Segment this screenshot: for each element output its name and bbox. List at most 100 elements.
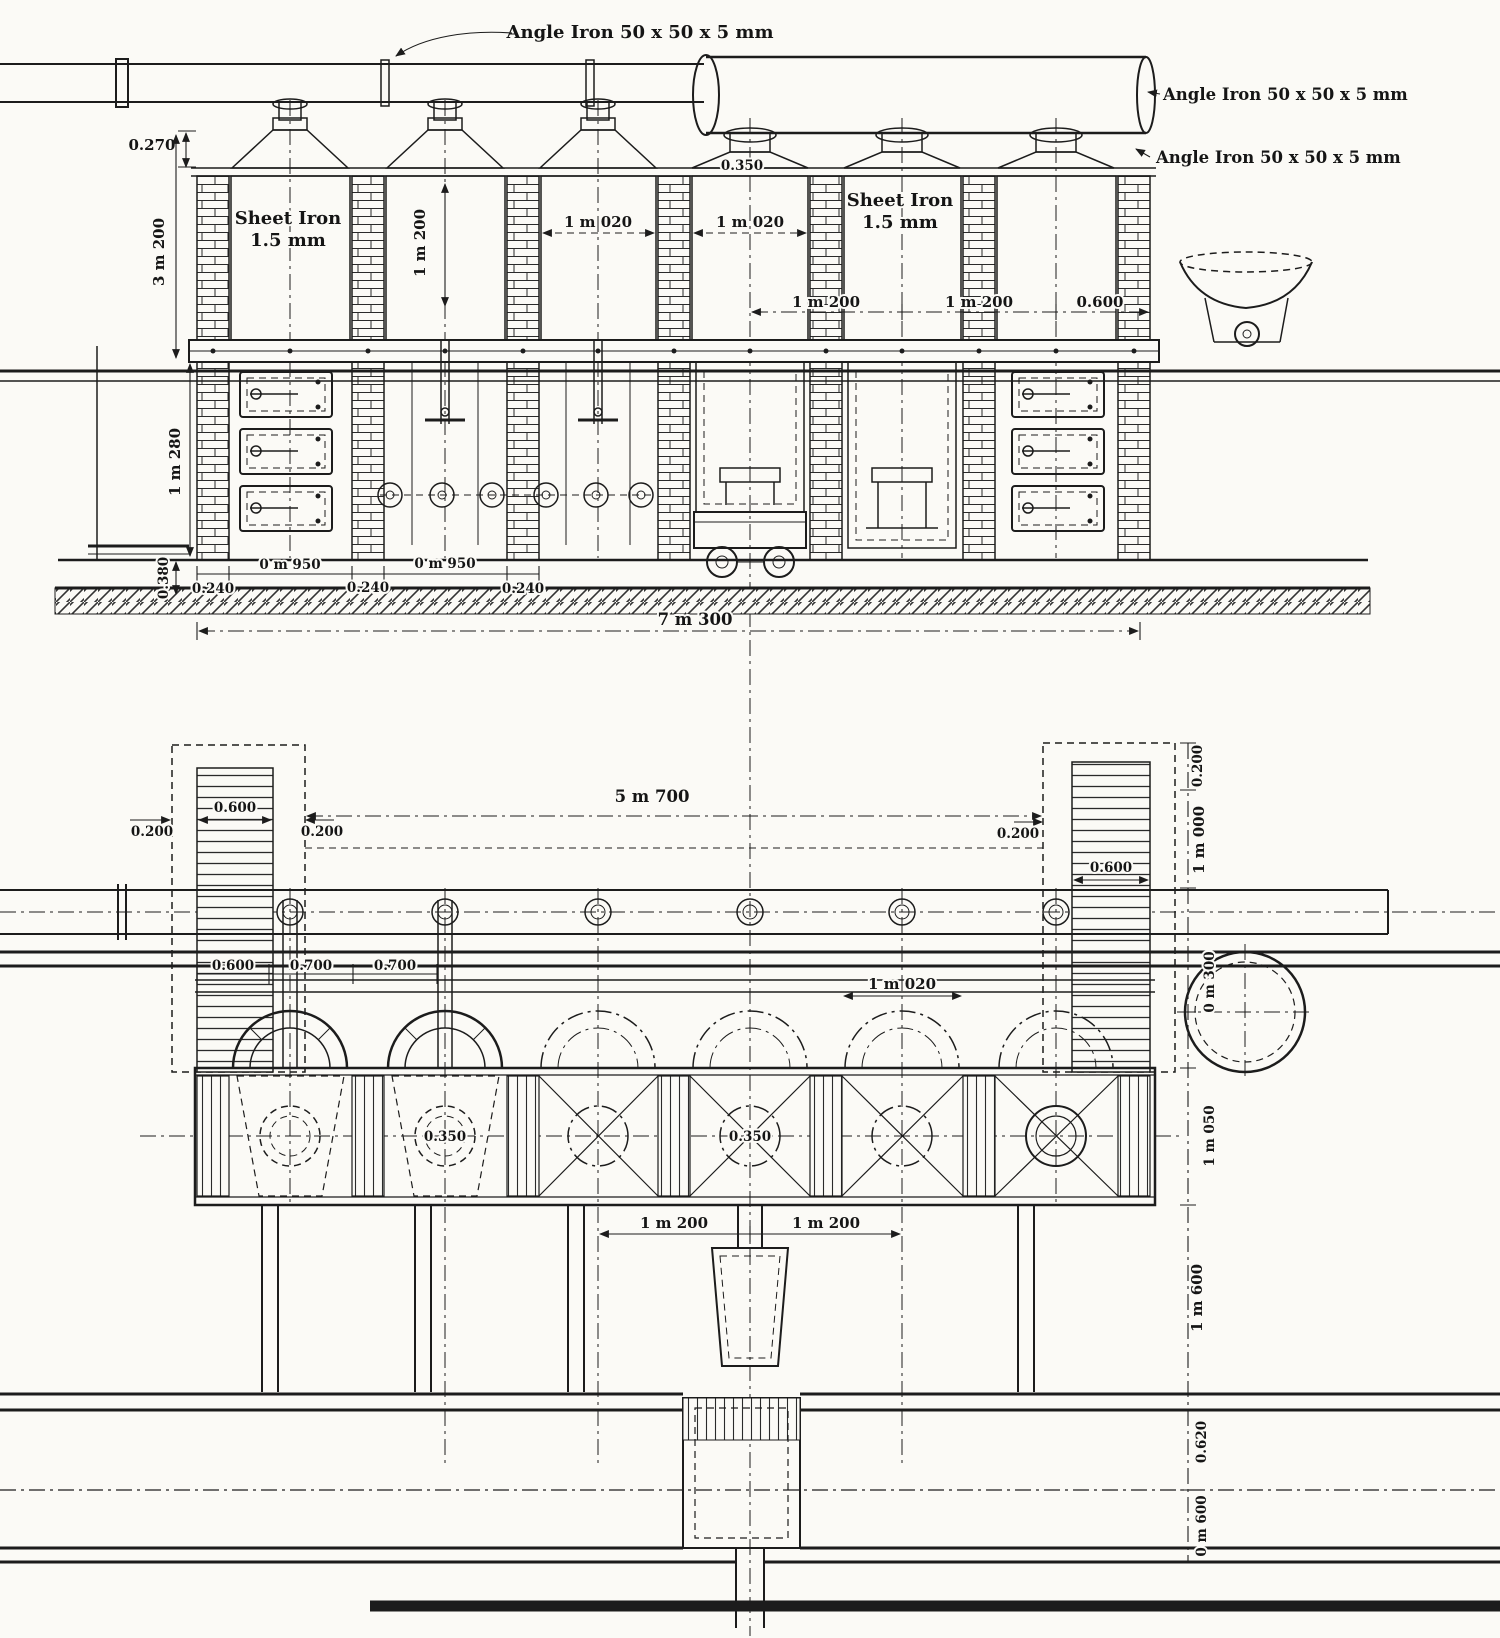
- hopper-rim: [191, 167, 1156, 177]
- arch-3: [540, 1010, 656, 1069]
- stool-cart: [719, 467, 781, 505]
- damper-rod: [425, 340, 465, 424]
- left-chimney-column: [171, 744, 306, 1073]
- flue-pipe-large: [692, 54, 1156, 136]
- support-columns: [261, 1205, 1035, 1392]
- angle-iron-top-label: Angle Iron 50 x 50 x 5 mm: [506, 22, 774, 43]
- furnace-door: [1011, 428, 1105, 475]
- arch-2: [386, 900, 504, 1069]
- dim-0600-elev: 0.600: [1077, 293, 1124, 311]
- dim-0600-right: 0.600: [1090, 860, 1132, 876]
- dim-1m200-h2: 1 m 200: [945, 293, 1013, 311]
- ash-pit: [682, 1397, 801, 1628]
- dim-0950-a: 0 m 950: [259, 557, 320, 573]
- stool-cart: [866, 467, 938, 529]
- dim-0240-a: 0.240: [192, 581, 234, 597]
- plan-view: 0.350 0.350 5 m 700 0.200 0.600 0.20: [0, 742, 1500, 1628]
- chamber-opening-5: [847, 361, 957, 549]
- angle-iron-right-lower-label: Angle Iron 50 x 50 x 5 mm: [1155, 148, 1401, 167]
- foundation-band: 0.350 0.350: [193, 1066, 1157, 1207]
- brick-piers: [196, 175, 1151, 561]
- plan-centerlines: [0, 888, 1500, 1468]
- dim-1m200-vert: 1 m 200: [411, 209, 429, 277]
- dim-0620: 0.620: [1194, 1421, 1210, 1463]
- dim-1m200-b: 1 m 200: [792, 1214, 860, 1232]
- dim-3m200: 3 m 200: [150, 218, 168, 286]
- dim-0700-b: 0.700: [374, 958, 416, 974]
- dim-0600-left: 0.600: [214, 800, 256, 816]
- furnace-door: [239, 485, 333, 532]
- arch-4: [692, 1010, 808, 1069]
- dim-1m020-b: 1 m 020: [716, 213, 784, 231]
- furnace-door: [239, 428, 333, 475]
- dim-5m700: 5 m 700: [615, 787, 690, 806]
- elevation-view: Angle Iron 50 x 50 x 5 mm Angle Iron 50 …: [0, 20, 1500, 1636]
- dim-1m020-a: 1 m 020: [564, 213, 632, 231]
- dim-0600-flue: 0.600: [212, 958, 254, 974]
- furnace-door: [1011, 485, 1105, 532]
- sheet-iron-label-2b: 1.5 mm: [862, 212, 938, 233]
- sheet-iron-label-1a: Sheet Iron: [235, 208, 342, 229]
- hopper-outlets: [276, 898, 1070, 926]
- furnace-door: [239, 371, 333, 418]
- damper-rod: [578, 340, 618, 424]
- band-panel-1: [236, 1075, 345, 1197]
- right-chimney-column: [1042, 742, 1176, 1073]
- dim-0380: 0.380: [156, 557, 172, 599]
- angle-iron-right-upper-label: Angle Iron 50 x 50 x 5 mm: [1162, 85, 1408, 104]
- hopper-3: [538, 98, 658, 169]
- ground: [54, 586, 1371, 615]
- dim-0200-left-outer: 0.200: [131, 824, 173, 840]
- furnace-doors-left: [239, 371, 333, 532]
- dim-1m200-a: 1 m 200: [640, 1214, 708, 1232]
- band-panel-2: [391, 1075, 500, 1197]
- wheeled-cart: [693, 511, 807, 578]
- dim-0350-a: 0.350: [424, 1129, 466, 1145]
- sheet-iron-label-2a: Sheet Iron: [847, 190, 954, 211]
- dim-1m280: 1 m 280: [166, 428, 184, 496]
- band-piers: [196, 1075, 1151, 1197]
- angle-iron-right-upper-leader: [1147, 89, 1161, 98]
- dim-0m300: 0 m 300: [1202, 951, 1218, 1012]
- rails: [0, 369, 1500, 555]
- dim-0200-right-outer: 0.200: [1190, 745, 1206, 787]
- dim-1m600: 1 m 600: [1188, 1264, 1206, 1332]
- bottom-lines: [0, 1392, 1500, 1612]
- band-panel-3: [538, 1075, 659, 1197]
- plan-dimensions: 5 m 700 0.200 0.600 0.200 0.200 0.600 0.…: [129, 742, 1220, 1563]
- dim-0200-left-inner: 0.200: [301, 824, 343, 840]
- dim-0350-neck: 0.350: [721, 158, 763, 174]
- plan-flue-pipe: [0, 884, 1389, 940]
- dim-0700-a: 0.700: [290, 958, 332, 974]
- dim-0270: 0.270: [129, 136, 176, 154]
- flue-walls: [411, 362, 631, 545]
- furnace-doors-right: [1011, 371, 1105, 532]
- dim-0240-b: 0.240: [347, 580, 389, 596]
- band-panel-4: [689, 1075, 811, 1197]
- elevation-dimensions: 0.270 3 m 200 1 m 280 0.380 1 m 200 1 m …: [127, 130, 1149, 640]
- dim-7m300: 7 m 300: [658, 610, 733, 629]
- angle-iron-top-leader: [395, 31, 513, 57]
- arch-1: [231, 900, 349, 1069]
- dim-0950-b: 0 m 950: [414, 556, 475, 572]
- downcomer-pipe-circle: [1177, 944, 1313, 1080]
- callouts: Angle Iron 50 x 50 x 5 mm Angle Iron 50 …: [233, 20, 1411, 253]
- dim-1m200-h1: 1 m 200: [792, 293, 860, 311]
- dim-0200-right-inner: 0.200: [997, 826, 1039, 842]
- central-chute: [710, 1205, 790, 1367]
- band-panel-5: [841, 1075, 964, 1197]
- furnace-door: [1011, 371, 1105, 418]
- wheelbarrow: [1179, 251, 1313, 347]
- handwheels: [377, 482, 655, 508]
- dim-1m000: 1 m 000: [1190, 806, 1208, 874]
- band-panel-6: [994, 1075, 1119, 1197]
- dim-1m050: 1 m 050: [1202, 1105, 1218, 1166]
- dim-0350-b: 0.350: [729, 1129, 771, 1145]
- sheet-iron-label-1b: 1.5 mm: [250, 230, 326, 251]
- dim-0240-c: 0.240: [502, 581, 544, 597]
- platform-band: [188, 339, 1160, 363]
- dim-1m020-plan: 1 m 020: [868, 975, 936, 993]
- dim-0m600: 0 m 600: [1194, 1495, 1210, 1556]
